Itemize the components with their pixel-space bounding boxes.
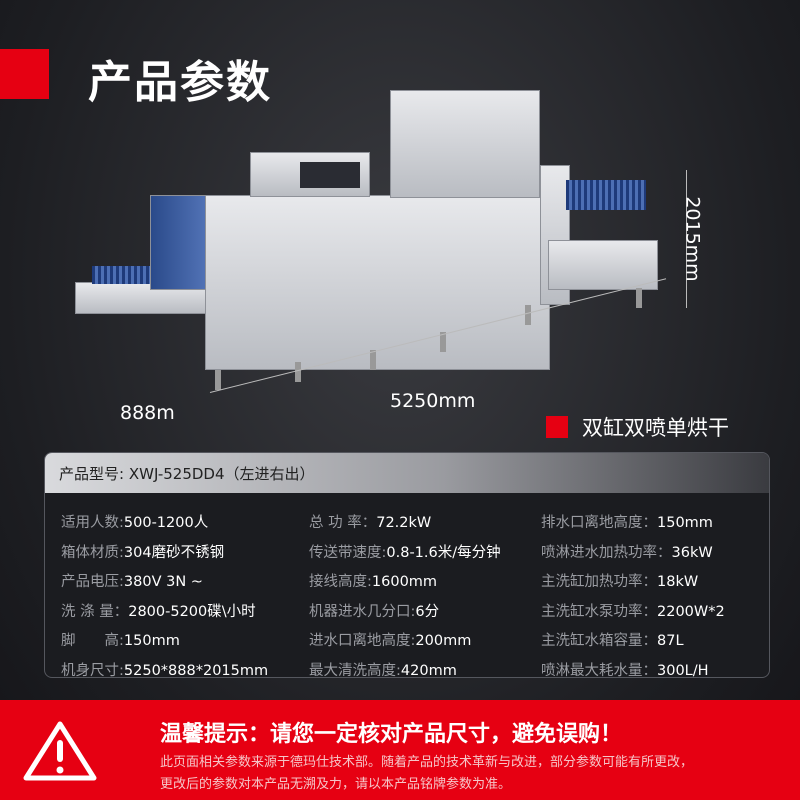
warning-icon	[23, 721, 97, 781]
warning-text: 此页面相关参数来源于德玛仕技术部。随着产品的技术革新与改进，部分参数可能有所更改…	[160, 752, 693, 796]
spec-key: 主洗缸水泵功率：	[541, 603, 657, 620]
spec-item: 脚 高:150mm	[61, 629, 309, 650]
model-label: 产品型号:	[59, 465, 125, 483]
spec-key: 接线高度:	[309, 574, 372, 590]
spec-item: 总 功 率：72.2kW	[309, 511, 541, 532]
spec-value: 420mm	[400, 662, 457, 678]
spec-value: 87L	[657, 633, 684, 649]
spec-item: 主洗缸水泵功率：2200W*2	[541, 600, 759, 621]
spec-panel: 产品型号: XWJ-525DD4（左进右出） 适用人数:500-1200人总 功…	[44, 452, 770, 678]
spec-item: 产品电压:380V 3N ~	[61, 570, 309, 591]
spec-key: 脚 高:	[61, 633, 124, 649]
spec-key: 总 功 率：	[309, 515, 377, 531]
spec-value: 36kW	[671, 544, 713, 561]
spec-key: 传送带速度:	[309, 544, 387, 561]
spec-value: 200mm	[415, 633, 472, 649]
model-value: XWJ-525DD4（左进右出）	[128, 465, 315, 483]
spec-key: 洗 涤 量：	[61, 603, 129, 620]
length-dimension: 5250mm	[390, 390, 476, 412]
spec-key: 主洗缸水箱容量：	[541, 633, 657, 649]
spec-key: 适用人数:	[61, 515, 124, 531]
spec-item: 最大清洗高度:420mm	[309, 659, 541, 678]
spec-item: 洗 涤 量：2800-5200碟\小时	[61, 600, 309, 621]
height-dimension: 2015mm	[681, 196, 704, 282]
spec-value: 304磨砂不锈钢	[123, 544, 225, 561]
spec-key: 喷淋最大耗水量：	[541, 662, 657, 678]
spec-value: 1600mm	[371, 574, 438, 590]
spec-key: 最大清洗高度:	[309, 662, 401, 678]
spec-item: 主洗缸加热功率：18kW	[541, 570, 759, 591]
spec-item: 主洗缸水箱容量：87L	[541, 629, 759, 650]
spec-value: 150mm	[657, 515, 713, 531]
spec-key: 机器进水几分口:	[309, 603, 416, 620]
spec-key: 产品电压:	[61, 574, 124, 590]
spec-value: 6分	[415, 603, 440, 620]
spec-item: 适用人数:500-1200人	[61, 511, 309, 532]
title-accent	[0, 49, 49, 99]
spec-item: 喷淋最大耗水量：300L/H	[541, 659, 759, 678]
tag-accent	[546, 416, 568, 438]
spec-value: 500-1200人	[123, 515, 209, 531]
spec-value: 2800-5200碟\小时	[128, 603, 256, 620]
product-image	[75, 90, 687, 393]
spec-item: 进水口离地高度:200mm	[309, 629, 541, 650]
spec-key: 主洗缸加热功率：	[541, 574, 657, 590]
spec-value: 380V 3N ~	[123, 574, 203, 590]
model-header: 产品型号: XWJ-525DD4（左进右出）	[45, 453, 769, 493]
spec-key: 喷淋进水加热功率：	[541, 544, 672, 561]
spec-key: 机身尺寸:	[61, 662, 124, 678]
feature-tag: 双缸双喷单烘干	[582, 416, 729, 440]
spec-key: 进水口离地高度:	[309, 633, 416, 649]
spec-key: 箱体材质:	[61, 544, 124, 561]
warning-line-2: 更改后的参数对本产品无溯及力，请以本产品铭牌参数为准。	[160, 777, 512, 792]
spec-item: 传送带速度:0.8-1.6米/每分钟	[309, 541, 541, 562]
spec-item: 机器进水几分口:6分	[309, 600, 541, 621]
warning-line-1: 此页面相关参数来源于德玛仕技术部。随着产品的技术革新与改进，部分参数可能有所更改…	[160, 755, 694, 770]
spec-key: 排水口离地高度：	[541, 515, 657, 531]
spec-item: 排水口离地高度：150mm	[541, 511, 759, 532]
spec-item: 箱体材质:304磨砂不锈钢	[61, 541, 309, 562]
spec-value: 72.2kW	[376, 515, 432, 531]
spec-value: 5250*888*2015mm	[123, 662, 269, 678]
spec-item: 接线高度:1600mm	[309, 570, 541, 591]
depth-dimension: 888m	[120, 402, 175, 424]
spec-item: 喷淋进水加热功率：36kW	[541, 541, 759, 562]
spec-value: 2200W*2	[657, 603, 725, 620]
page-title: 产品参数	[88, 57, 272, 108]
spec-value: 300L/H	[657, 662, 709, 678]
spec-value: 18kW	[657, 574, 699, 590]
warning-banner: 温馨提示：请您一定核对产品尺寸，避免误购！ 此页面相关参数来源于德玛仕技术部。随…	[0, 700, 800, 800]
spec-value: 150mm	[123, 633, 180, 649]
warning-title: 温馨提示：请您一定核对产品尺寸，避免误购！	[160, 722, 623, 747]
spec-value: 0.8-1.6米/每分钟	[386, 544, 501, 561]
spec-item: 机身尺寸:5250*888*2015mm	[61, 659, 309, 678]
